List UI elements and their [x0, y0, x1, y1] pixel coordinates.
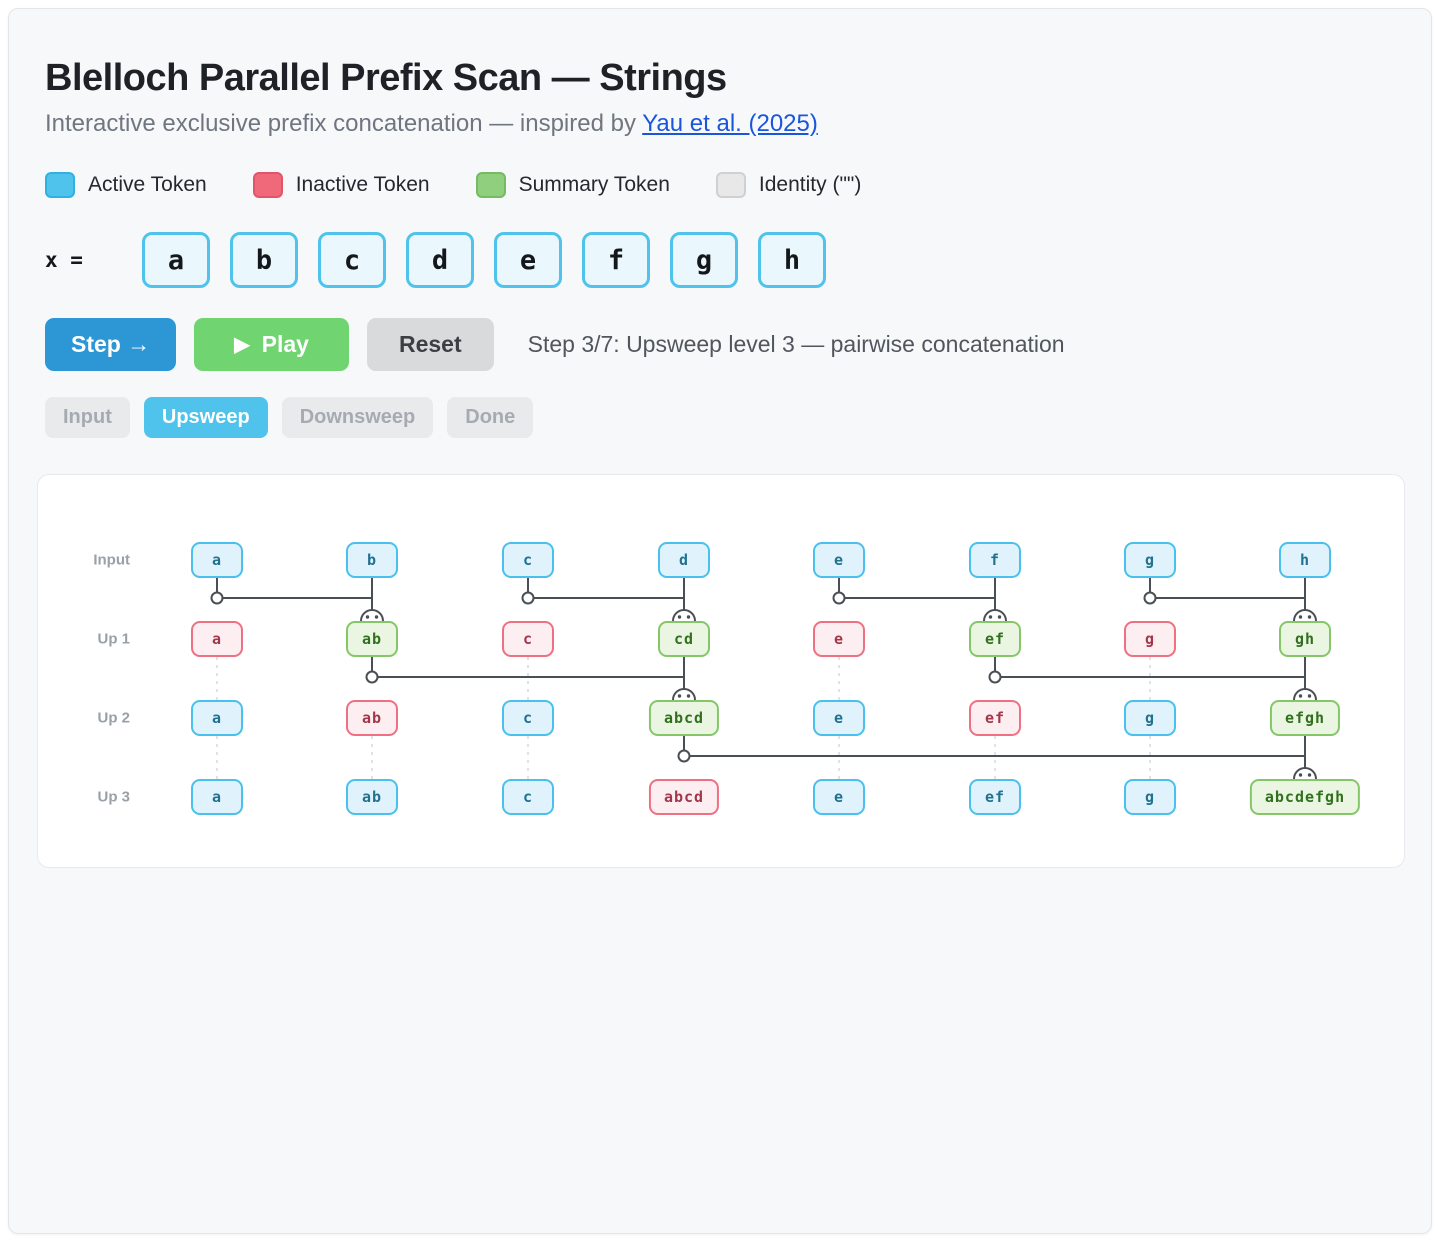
- subtitle-text: Interactive exclusive prefix concatenati…: [45, 110, 643, 137]
- play-icon: ▶: [234, 334, 250, 356]
- diagram-token: g: [1124, 779, 1176, 815]
- diagram-token: e: [813, 779, 865, 815]
- diagram-token: ef: [969, 700, 1021, 736]
- diagram-token: e: [813, 621, 865, 657]
- diagram-token: b: [346, 542, 398, 578]
- summary-token-swatch: [475, 172, 506, 198]
- input-array-row: x = a b c d e f g h: [45, 232, 1403, 288]
- diagram-token: h: [1279, 542, 1331, 578]
- diagram-token: g: [1124, 621, 1176, 657]
- diagram-token: e: [813, 542, 865, 578]
- legend-label: Active Token: [88, 173, 207, 196]
- diagram-token: a: [191, 542, 243, 578]
- active-token-swatch: [45, 172, 75, 198]
- citation-link[interactable]: Yau et al. (2025): [642, 110, 818, 137]
- reset-button[interactable]: Reset: [366, 318, 494, 371]
- status-text: Step 3/7: Upsweep level 3 — pairwise con…: [527, 331, 1065, 357]
- app-card: Blelloch Parallel Prefix Scan — Strings …: [8, 8, 1432, 1234]
- input-cell[interactable]: d: [406, 232, 474, 288]
- diagram-token: abcdefgh: [1249, 779, 1361, 815]
- play-button[interactable]: ▶ Play: [194, 318, 349, 371]
- diagram-token: gh: [1279, 621, 1331, 657]
- input-cell[interactable]: c: [318, 232, 386, 288]
- page-subtitle: Interactive exclusive prefix concatenati…: [45, 110, 1403, 138]
- input-cell[interactable]: b: [230, 232, 298, 288]
- diagram-token: c: [502, 542, 554, 578]
- diagram-token: abcd: [648, 700, 720, 736]
- diagram-row-label: Input: [93, 551, 130, 569]
- diagram-token: c: [502, 621, 554, 657]
- diagram-row-label: Up 1: [97, 630, 130, 648]
- play-button-label: Play: [261, 331, 309, 357]
- tab-downsweep[interactable]: Downsweep: [281, 397, 434, 438]
- inactive-token-swatch: [252, 172, 283, 198]
- page-title: Blelloch Parallel Prefix Scan — Strings: [45, 57, 727, 99]
- legend: Active Token Inactive Token Summary Toke…: [45, 172, 1403, 198]
- diagram-token: c: [502, 700, 554, 736]
- input-array-label: x =: [45, 248, 83, 272]
- diagram-token: ef: [969, 779, 1021, 815]
- legend-item-identity: Identity (""): [715, 172, 862, 198]
- controls-bar: Step → ▶ Play Reset Step 3/7: Upsweep le…: [45, 318, 1403, 371]
- phase-tabs: Input Upsweep Downsweep Done: [45, 397, 1403, 438]
- legend-item-inactive: Inactive Token: [252, 172, 430, 198]
- tab-upsweep[interactable]: Upsweep: [143, 397, 268, 438]
- legend-item-summary: Summary Token: [475, 172, 670, 198]
- legend-item-active: Active Token: [45, 172, 207, 198]
- diagram-token: ef: [969, 621, 1021, 657]
- step-button[interactable]: Step →: [45, 318, 177, 371]
- diagram-token: ab: [346, 700, 398, 736]
- diagram-token: efgh: [1269, 700, 1341, 736]
- diagram-token: d: [658, 542, 710, 578]
- legend-label: Identity (""): [758, 173, 862, 196]
- diagram-token: a: [191, 779, 243, 815]
- identity-token-swatch: [715, 172, 746, 198]
- diagram-token: abcd: [648, 779, 720, 815]
- legend-label: Summary Token: [518, 173, 670, 196]
- diagram-token: g: [1124, 700, 1176, 736]
- diagram-token: f: [969, 542, 1021, 578]
- diagram-token: g: [1124, 542, 1176, 578]
- input-cell[interactable]: f: [582, 232, 650, 288]
- legend-label: Inactive Token: [295, 173, 430, 196]
- connector-lines: [210, 578, 1317, 791]
- input-cell[interactable]: h: [758, 232, 826, 288]
- diagram-token: cd: [658, 621, 710, 657]
- diagram-token: e: [813, 700, 865, 736]
- input-cells: a b c d e f g h: [142, 232, 826, 288]
- tab-done[interactable]: Done: [447, 397, 534, 438]
- diagram-row-label: Up 2: [97, 709, 130, 727]
- input-cell[interactable]: a: [142, 232, 210, 288]
- input-cell[interactable]: g: [670, 232, 738, 288]
- input-cell[interactable]: e: [494, 232, 562, 288]
- diagram-token: c: [502, 779, 554, 815]
- diagram-token: a: [191, 621, 243, 657]
- tab-input[interactable]: Input: [45, 397, 130, 438]
- diagram-token: a: [191, 700, 243, 736]
- diagram-row-label: Up 3: [97, 788, 130, 806]
- diagram-token: ab: [346, 621, 398, 657]
- diagram-token: ab: [346, 779, 398, 815]
